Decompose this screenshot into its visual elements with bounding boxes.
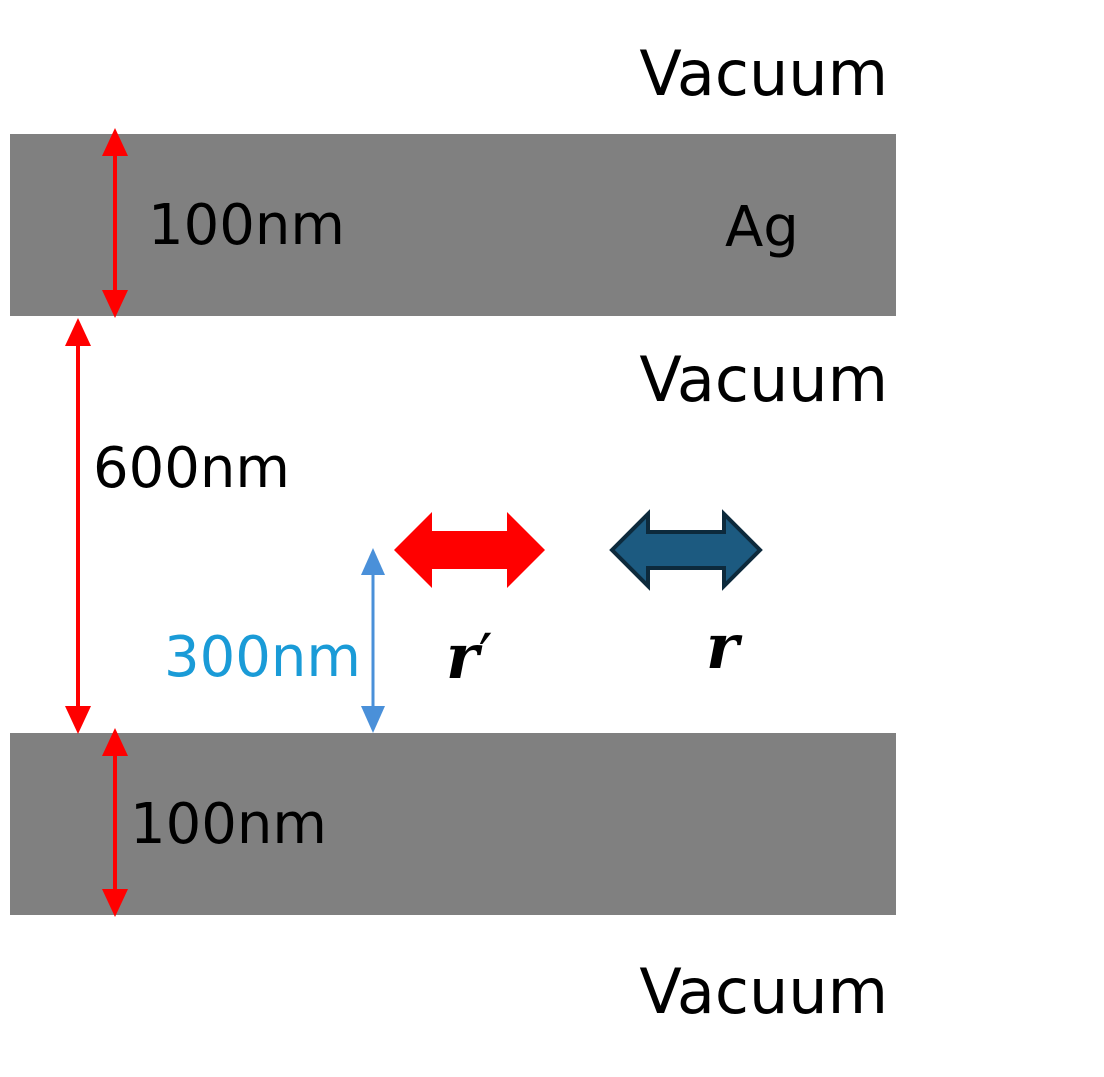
source-dipole-arrow-icon: [394, 512, 545, 588]
gap-arrow: [65, 318, 91, 734]
source-symbol-letter: r: [446, 620, 483, 693]
gap-label: 600nm: [93, 436, 290, 501]
dipole-height-arrow: [361, 548, 385, 733]
material-label: Ag: [725, 195, 799, 260]
top-thickness-label: 100nm: [148, 193, 345, 258]
source-position-symbol: r′: [446, 620, 493, 693]
vacuum-bottom-label: Vacuum: [639, 955, 888, 1028]
observer-dipole-arrow-icon: [609, 509, 763, 591]
bottom-thickness-label: 100nm: [130, 792, 327, 857]
bottom-ag-layer: [10, 733, 896, 915]
vacuum-top-label: Vacuum: [639, 37, 888, 110]
top-ag-layer: [10, 134, 896, 316]
vacuum-middle-label: Vacuum: [639, 343, 888, 416]
bottom-thickness-arrow: [102, 728, 128, 917]
observer-position-symbol: r: [706, 610, 743, 683]
source-symbol-prime: ′: [479, 620, 493, 693]
dipole-height-label: 300nm: [164, 625, 361, 690]
top-thickness-arrow: [102, 128, 128, 318]
